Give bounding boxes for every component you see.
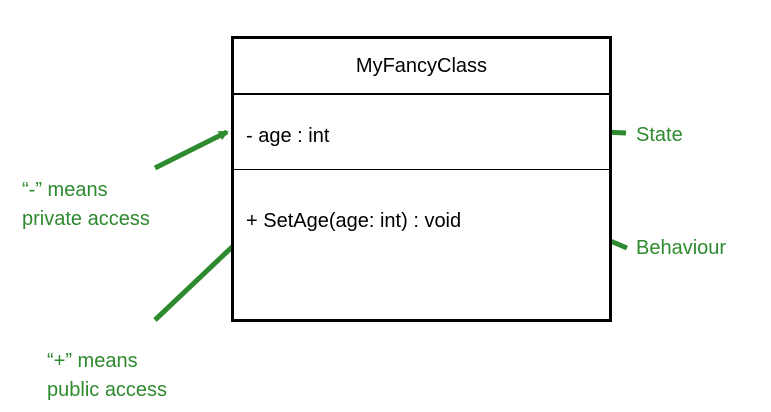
state-label: State <box>636 124 683 146</box>
behaviour-label: Behaviour <box>636 237 727 259</box>
class-name-compartment: MyFancyClass <box>234 39 609 95</box>
private-arrow <box>153 129 229 171</box>
class-name: MyFancyClass <box>355 54 488 77</box>
private-note-line2: private access <box>22 208 150 230</box>
method-setage: + SetAge(age: int) : void <box>246 210 462 232</box>
attribute-age: - age : int <box>246 125 330 147</box>
methods-compartment: + SetAge(age: int) : void <box>234 170 609 319</box>
private-note-line1: “-” means <box>22 179 108 201</box>
private-access-note: “-” means private access <box>22 176 150 234</box>
public-note-line1: “+” means <box>47 350 138 372</box>
uml-class-box: MyFancyClass - age : int + SetAge(age: i… <box>231 36 612 322</box>
attributes-compartment: - age : int <box>234 95 609 170</box>
public-access-note: “+” means public access <box>47 347 167 405</box>
public-note-line2: public access <box>47 379 168 401</box>
